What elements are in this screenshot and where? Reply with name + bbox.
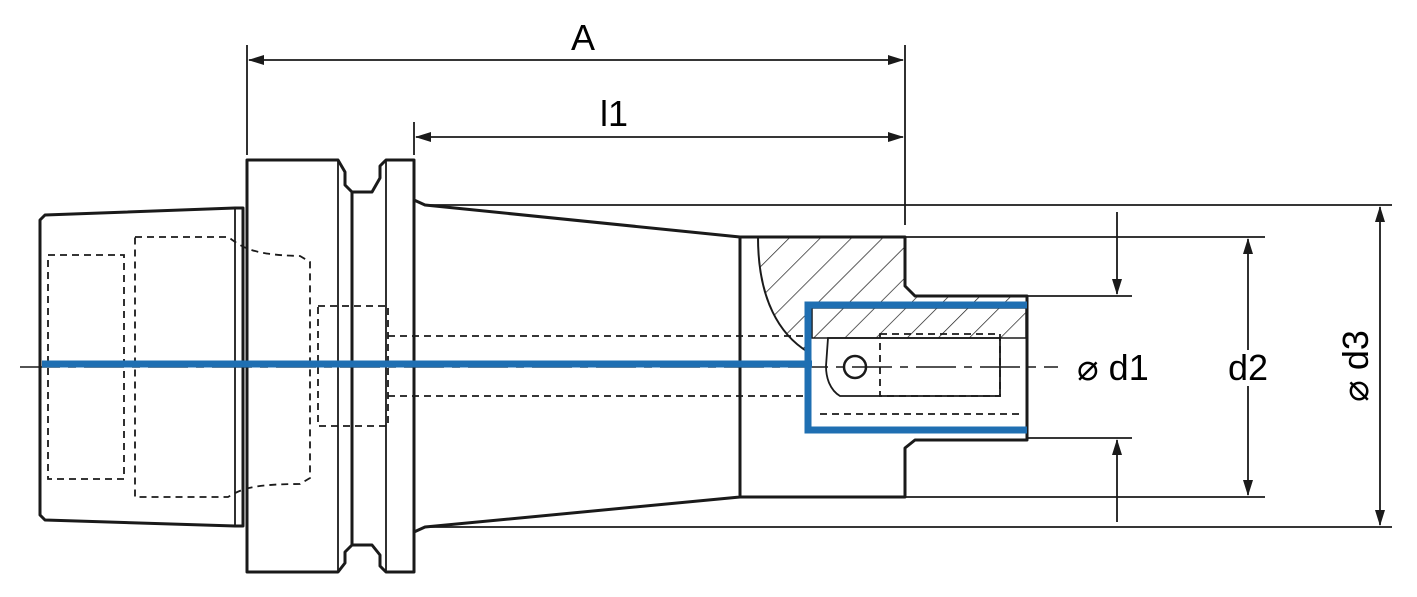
dimension-label-d2: d2 (1228, 347, 1268, 388)
dimension-label-a: A (571, 17, 595, 58)
coolant-channel (42, 301, 1027, 434)
dimension-d1: ⌀ d1 (1077, 212, 1149, 522)
dimension-d2: d2 (1222, 238, 1274, 496)
screw-detail (825, 337, 1001, 397)
dimension-a: A (246, 17, 906, 225)
dimension-label-d1: ⌀ d1 (1077, 347, 1149, 388)
dimension-l1: l1 (413, 93, 904, 155)
extension-lines (425, 204, 1392, 528)
dimension-label-l1: l1 (600, 93, 628, 134)
dimension-d3: ⌀ d3 (1335, 206, 1385, 526)
dimension-label-d3: ⌀ d3 (1335, 330, 1376, 402)
